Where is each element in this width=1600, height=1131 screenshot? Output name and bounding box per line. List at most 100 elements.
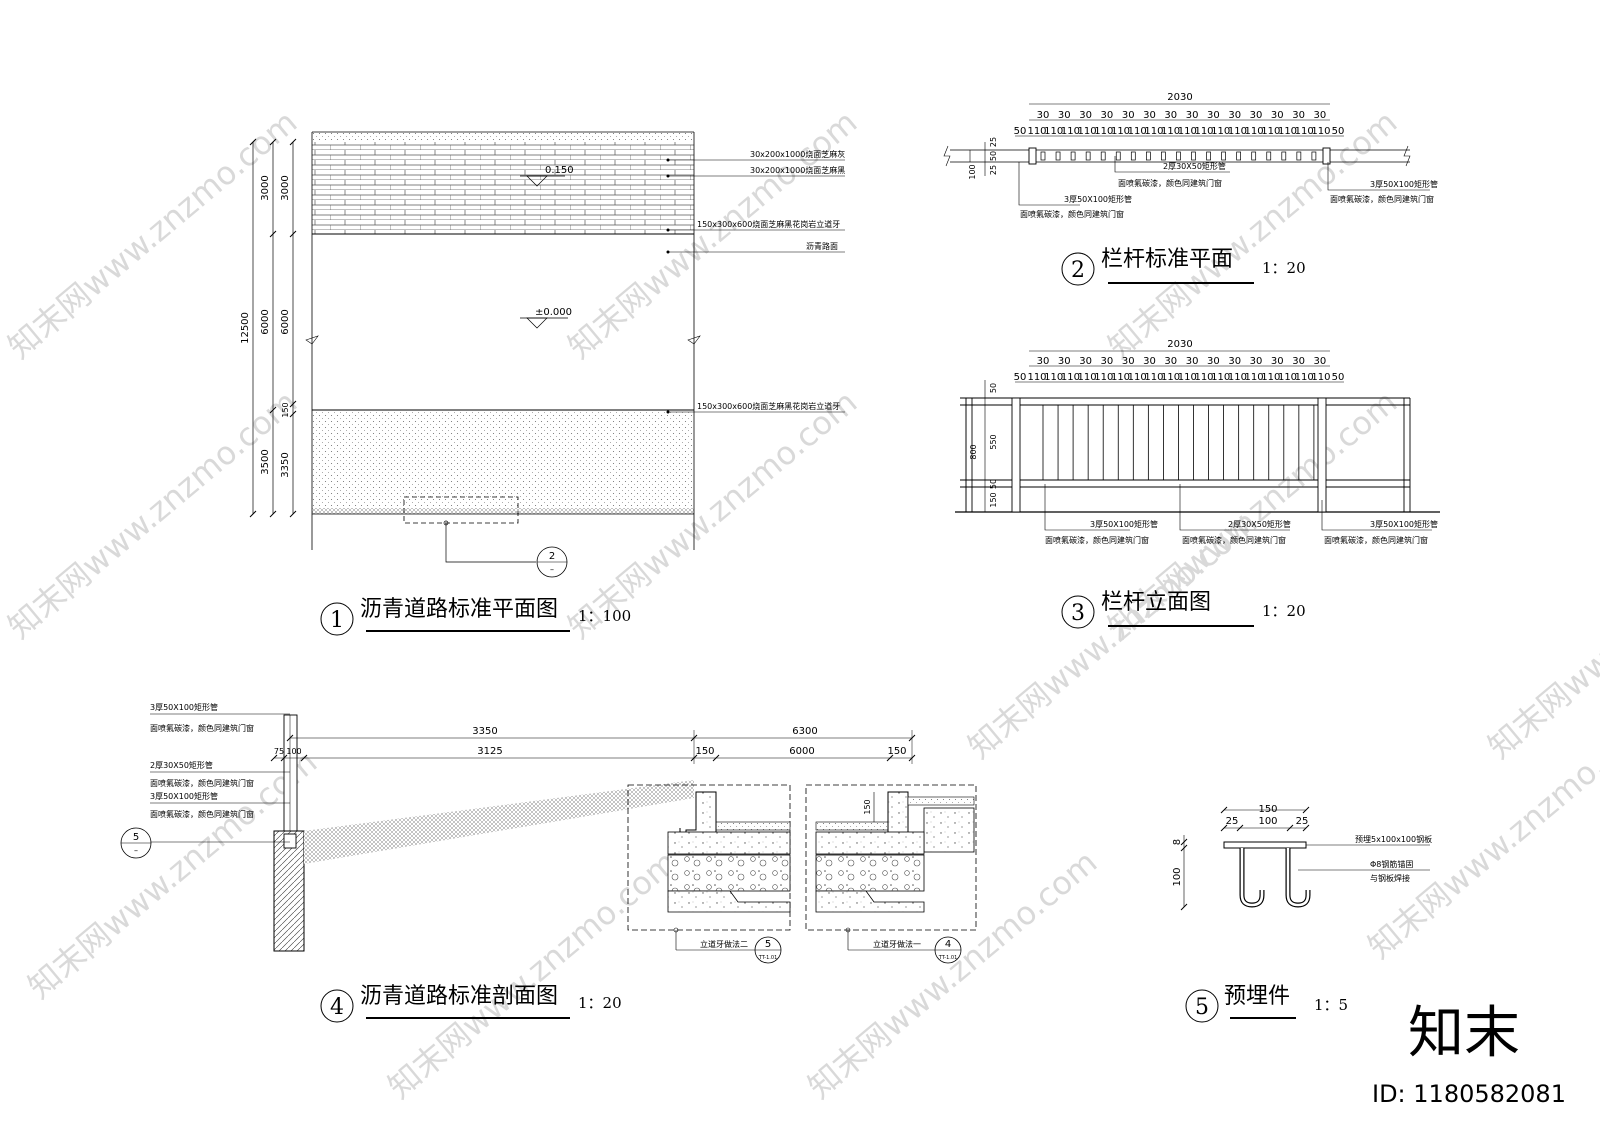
dim-110: 110 (1078, 372, 1097, 383)
dim-inner-3000: 3000 (280, 175, 291, 200)
d4-dim-100: 100 (286, 747, 301, 756)
drawing-1-scale: 1：100 (578, 607, 631, 625)
dim-30: 30 (1164, 110, 1177, 121)
drawing-5-embedded-part: 150 25 100 25 8 100 预埋5x100x100钢板 Φ8钢筋锚固… (1172, 804, 1432, 1023)
baluster (1055, 151, 1061, 161)
d4-callout-1-b: 面喷氟碳漆，颜色同建筑门窗 (150, 723, 254, 733)
dim-110: 110 (1044, 126, 1063, 137)
post-right-plan (1322, 147, 1331, 165)
d3-side-800: 800 (969, 444, 978, 459)
dim-110: 110 (1178, 372, 1197, 383)
dim-inner-3350: 3350 (280, 452, 291, 477)
d4-dim-6300: 6300 (792, 726, 817, 737)
dim-30: 30 (1207, 110, 1220, 121)
dim-30: 30 (1228, 356, 1241, 367)
d4-dim-6000: 6000 (789, 746, 814, 757)
baluster (1266, 151, 1272, 161)
road-surface-slope (304, 780, 694, 864)
baluster (1311, 151, 1317, 161)
drawing-4-road-section: 3厚50X100矩形管 面喷氟碳漆，颜色同建筑门窗 2厚30X50矩形管 面喷氟… (120, 702, 977, 1023)
d5-callout-rebar: Φ8钢筋锚固 (1370, 859, 1413, 869)
drawing-5-title: 预埋件 (1224, 984, 1290, 1009)
dim-mid-3500: 3500 (260, 449, 271, 474)
d3-callout-baluster-b: 面喷氟碳漆，颜色同建筑门窗 (1182, 535, 1286, 545)
d5-dim-100: 100 (1258, 816, 1277, 827)
dim-110: 50 (1014, 126, 1027, 137)
d5-callout-weld: 与钢板焊接 (1370, 873, 1410, 883)
dim-110: 110 (1278, 372, 1297, 383)
dim-30: 30 (1101, 356, 1114, 367)
dim-110: 110 (1161, 126, 1180, 137)
dim-inner-6000: 6000 (280, 309, 291, 334)
drawing-number-4-bubble (320, 989, 354, 1023)
baluster (1070, 151, 1076, 161)
dim-110: 110 (1211, 126, 1230, 137)
baluster (1161, 151, 1166, 161)
baluster (1130, 151, 1136, 161)
drawing-number-5: 5 (1195, 995, 1209, 1020)
d3-callout-post-right-b: 面喷氟碳漆，颜色同建筑门窗 (1324, 535, 1428, 545)
dim-110: 110 (1245, 126, 1264, 137)
brick-paving-band (312, 142, 694, 234)
d5-dim-25-right: 25 (1296, 816, 1309, 827)
dim-110: 110 (1078, 126, 1097, 137)
baluster (1296, 151, 1302, 161)
d4-callout-3-b: 面喷氟碳漆，颜色同建筑门窗 (150, 809, 254, 819)
baluster (1191, 151, 1196, 161)
callout-curb-lower: 150x300x600烧面芝麻黑花岗岩立道牙 (697, 401, 840, 411)
baluster (1251, 151, 1257, 161)
dim-110: 110 (1278, 126, 1297, 137)
d2-side-50: 50 (989, 151, 998, 161)
drawing-2-scale: 1：20 (1262, 259, 1306, 277)
d4-dim-3125: 3125 (477, 746, 502, 757)
drawing-number-1: 1 (330, 608, 344, 633)
dim-110: 110 (1178, 126, 1197, 137)
dim-110: 110 (1261, 372, 1280, 383)
dim-110: 110 (1311, 126, 1330, 137)
d2-callout-post-right-a: 3厚50X100矩形管 (1370, 179, 1438, 189)
post-right-elev (1317, 397, 1327, 513)
dim-110: 110 (1194, 372, 1213, 383)
detail-box-ref (403, 496, 519, 524)
dim-110: 110 (1027, 126, 1046, 137)
d2-side-25-bottom: 25 (989, 165, 998, 175)
callout-paving-black: 30x200x1000烧面芝麻黑 (750, 165, 845, 175)
elevation-road: ±0.000 (535, 307, 572, 318)
dim-110: 110 (1245, 372, 1264, 383)
dim-110: 110 (1027, 372, 1046, 383)
dim-110: 110 (1261, 126, 1280, 137)
dim-110: 110 (1094, 126, 1113, 137)
watermark-text: 知末网www.znzmo.com (381, 843, 685, 1106)
callout-asphalt: 沥青路面 (806, 241, 838, 251)
dim-30: 30 (1186, 110, 1199, 121)
d2-callout-baluster-b: 面喷氟碳漆，颜色同建筑门窗 (1118, 178, 1222, 188)
baluster (1221, 151, 1226, 161)
elevation-upper: 0.150 (545, 165, 574, 176)
dim-30: 30 (1101, 110, 1114, 121)
dim-30: 30 (1314, 110, 1327, 121)
drawing-1-title: 沥青道路标准平面图 (360, 597, 558, 622)
baluster (1040, 151, 1046, 161)
baluster (1085, 151, 1091, 161)
dim-30: 30 (1058, 356, 1071, 367)
dim-110: 110 (1094, 372, 1113, 383)
detail-curb-height: 150 (863, 799, 872, 814)
detail-curb-one-label: 立道牙做法一 (873, 939, 921, 949)
d4-callout-3-a: 3厚50X100矩形管 (150, 791, 218, 801)
dim-30: 30 (1250, 356, 1263, 367)
post-left-plan (1028, 147, 1037, 165)
drawing-number-2-bubble (1061, 252, 1095, 286)
d2-side-25-top: 25 (989, 137, 998, 147)
drawing-4-title: 沥青道路标准剖面图 (360, 984, 558, 1009)
baluster (1145, 151, 1151, 161)
detail-curb-one-ref: 4 (945, 939, 951, 950)
anchor-rebar-right (1285, 848, 1311, 908)
d3-side-50-lower: 50 (989, 479, 998, 489)
dim-30: 30 (1079, 356, 1092, 367)
drawing-number-4: 4 (330, 995, 344, 1020)
d2-callout-baluster-a: 2厚30X50矩形管 (1163, 161, 1226, 171)
d4-dim-3350: 3350 (472, 726, 497, 737)
detail-ref-2-bottom: – (550, 565, 554, 574)
dim-30: 30 (1292, 356, 1305, 367)
